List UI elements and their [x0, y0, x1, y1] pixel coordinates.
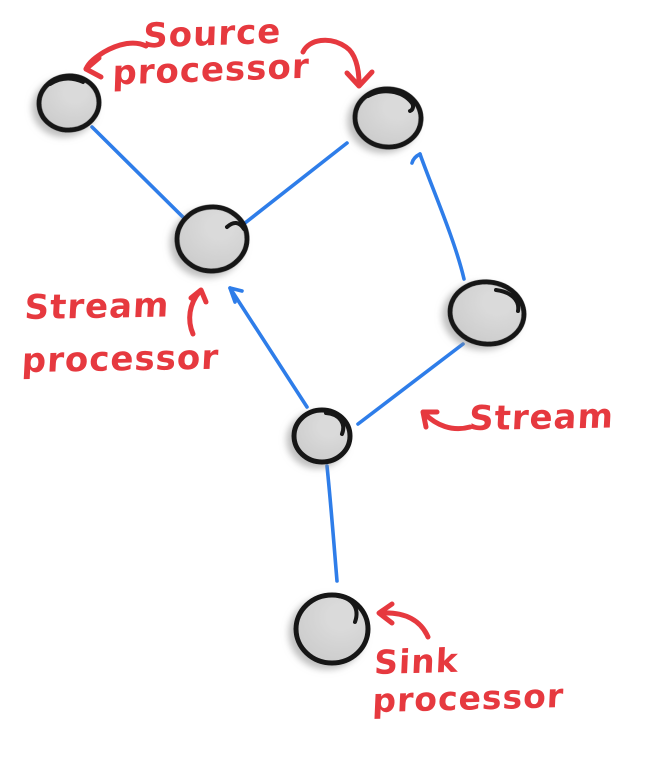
node-pen-overlap — [48, 76, 85, 86]
node-pen-overlap — [336, 594, 359, 624]
stream-processor-label-line2: processor — [20, 337, 221, 382]
edge-center-to-bottom — [325, 464, 339, 583]
stream-processor-label: Stream processor — [20, 279, 223, 389]
stream-label-arrowhead-icon — [420, 409, 440, 430]
stream-edges — [90, 125, 466, 583]
node-pen-overlap — [494, 288, 521, 313]
edge-middle-right-to-center — [356, 342, 465, 426]
sink-processor-arrowhead-icon — [376, 601, 395, 626]
edge-arrowhead-at-middle-left — [228, 286, 244, 304]
sink-processor-label-arrow — [379, 610, 431, 640]
stream-label-text: Stream — [468, 396, 616, 440]
node-circle — [36, 73, 102, 133]
sink-processor-label: Sink processor — [372, 639, 567, 720]
node-circle — [291, 407, 353, 465]
node-middle-left-stream — [174, 204, 250, 274]
node-bottom-sink — [293, 592, 371, 666]
node-circle — [293, 592, 371, 666]
source-label-right-arrowhead-icon — [344, 69, 375, 89]
node-center-stream — [291, 407, 353, 465]
sink-processor-label-line2: processor — [371, 676, 566, 721]
stream-processor-arrowhead-icon — [188, 287, 209, 305]
node-pen-overlap — [366, 89, 416, 113]
node-circle — [447, 279, 527, 347]
node-middle-right-stream — [447, 279, 527, 347]
node-top-left-source — [36, 73, 102, 133]
source-processor-label: Source processor — [95, 12, 327, 94]
node-circle — [352, 86, 424, 150]
source-label-left-arrowhead-icon — [83, 55, 104, 80]
node-pen-overlap — [225, 221, 246, 231]
node-pen-overlap — [324, 411, 346, 436]
source-label-right-arrow — [300, 37, 362, 87]
edge-middle-left-to-top-right — [243, 141, 349, 225]
stream-label-arrow — [422, 411, 473, 432]
sink-processor-label-line1: Sink — [373, 640, 460, 683]
stream-processor-label-line1: Stream — [23, 285, 171, 329]
edge-top-left-to-middle-left — [90, 125, 199, 233]
stream-label: Stream — [468, 396, 616, 440]
edge-middle-right-to-top-right — [418, 152, 466, 281]
edge-center-to-middle-left — [228, 286, 309, 409]
edge-arrowhead-at-top-right — [410, 152, 422, 165]
annotation-arrows — [83, 37, 473, 640]
source-processor-label-line2: processor — [111, 46, 311, 94]
node-top-right-source — [352, 86, 424, 150]
node-circle — [174, 204, 250, 274]
